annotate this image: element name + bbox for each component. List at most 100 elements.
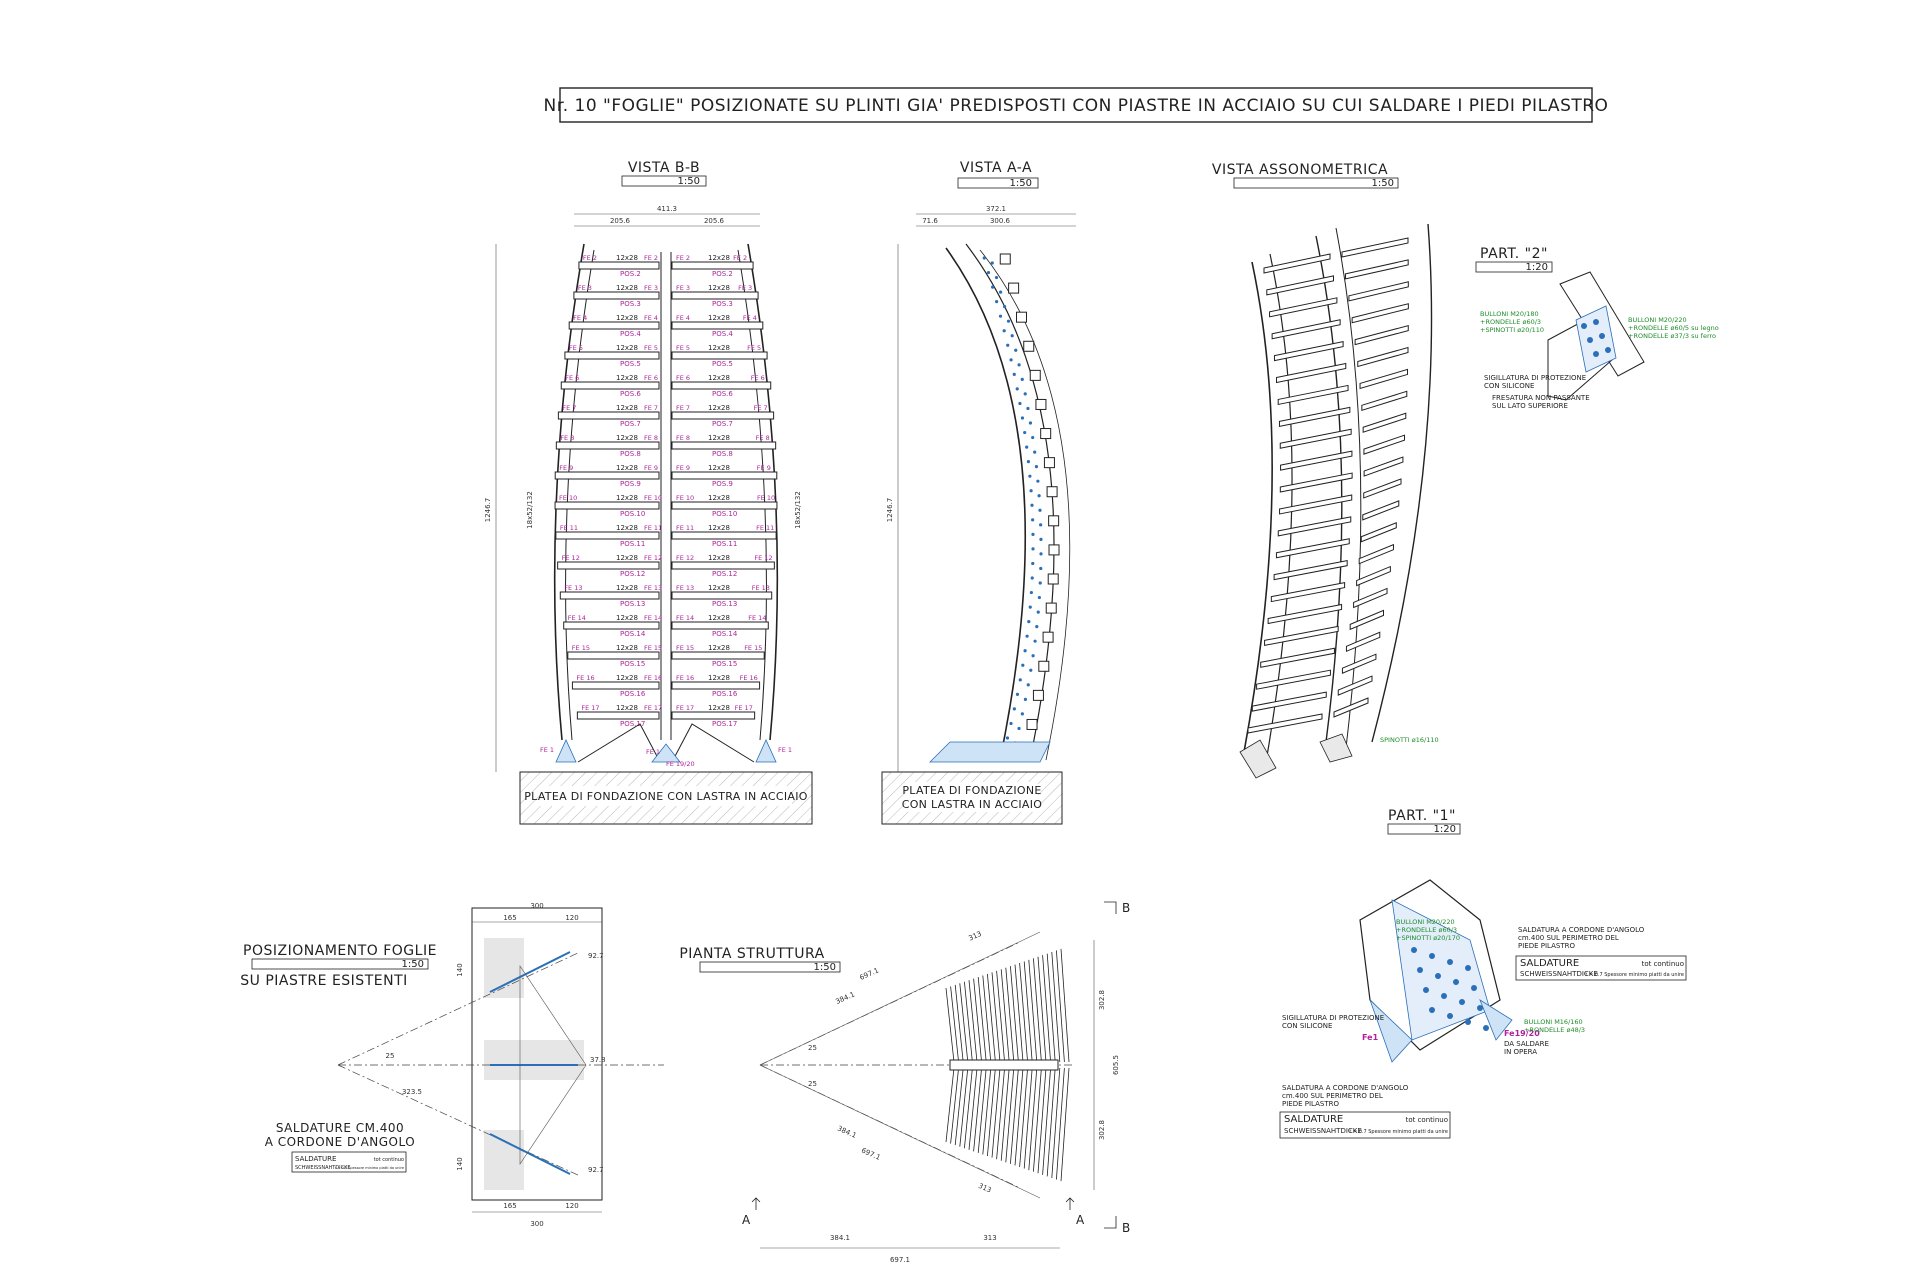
rafter-fe-inner-right: FE 12 bbox=[676, 554, 694, 562]
part2-note-seal-2: CON SILICONE bbox=[1484, 382, 1534, 390]
pos-subtitle: SU PIASTRE ESISTENTI bbox=[240, 973, 408, 989]
bolt-hole bbox=[1039, 523, 1043, 527]
rafter-right bbox=[671, 621, 769, 630]
section-arrow-a-left bbox=[751, 1197, 761, 1210]
axo-rafter bbox=[1269, 297, 1338, 318]
foundation-label-aa-2: CON LASTRA IN ACCIAIO bbox=[902, 798, 1043, 811]
pos-shade bbox=[484, 1040, 584, 1080]
rafter-pos-right: POS.3 bbox=[712, 300, 733, 308]
plan-dim-bottom-total: 697.1 bbox=[890, 1256, 910, 1264]
plan-rafter bbox=[973, 1067, 982, 1152]
plan-rafter bbox=[1042, 1067, 1051, 1175]
plan-rafter bbox=[945, 987, 955, 1063]
bolt-hole bbox=[1029, 590, 1033, 595]
rafter-left bbox=[554, 501, 660, 510]
bolt bbox=[1429, 953, 1435, 959]
bolt-hole bbox=[1012, 707, 1016, 711]
foundation-label-bb: PLATEA DI FONDAZIONE CON LASTRA IN ACCIA… bbox=[524, 790, 808, 803]
plan-rafter bbox=[1019, 962, 1028, 1063]
bolt bbox=[1599, 333, 1605, 339]
plan-rafter bbox=[1060, 948, 1070, 1063]
bolt bbox=[1459, 999, 1465, 1005]
bolt-hole bbox=[1028, 474, 1032, 478]
rafter-fe-inner-left: FE 14 bbox=[644, 614, 662, 622]
part2-scale-box bbox=[1475, 261, 1553, 273]
rafter-profile: 12x28 bbox=[708, 704, 730, 712]
bolt-hole bbox=[1012, 372, 1016, 376]
pos-dim-bottom-b: 120 bbox=[565, 1202, 578, 1210]
bolt-hole bbox=[1031, 532, 1035, 536]
bolt bbox=[1441, 993, 1447, 999]
dim-bb-right: 205.6 bbox=[704, 217, 725, 225]
rafter-fe-outer-left: FE 12 bbox=[562, 554, 580, 562]
rafter-fe-outer-left: FE 13 bbox=[564, 584, 582, 592]
plan-rafters bbox=[945, 948, 1070, 1182]
axo-rafter bbox=[1363, 434, 1406, 455]
rafter-profile: 12x28 bbox=[708, 284, 730, 292]
part2-note-left-2: +RONDELLE ø60/3 bbox=[1480, 318, 1541, 326]
axo-rafter bbox=[1359, 368, 1409, 390]
rafter-profile: 12x28 bbox=[616, 464, 638, 472]
pos-dim-bottom-a: 165 bbox=[503, 1202, 516, 1210]
rafter-section bbox=[1043, 457, 1055, 469]
plan-rafter bbox=[1005, 1067, 1015, 1163]
pos-leaf-top bbox=[489, 951, 571, 993]
rafter-fe-outer-right: FE 11 bbox=[756, 524, 774, 532]
axo-column-middle bbox=[1315, 235, 1343, 743]
foundation-label-bg bbox=[540, 786, 792, 806]
bolt-hole bbox=[1023, 697, 1028, 701]
rafter-section bbox=[1015, 311, 1027, 323]
bolt-hole bbox=[1031, 435, 1035, 440]
axo-rafter bbox=[1337, 675, 1373, 696]
pos-scale-box bbox=[251, 958, 429, 970]
plan-dim-right-b: 302.8 bbox=[1098, 1120, 1106, 1140]
rafter-fe-inner-right: FE 11 bbox=[676, 524, 694, 532]
rafter-pos-left: POS.3 bbox=[620, 300, 641, 308]
rafter-left bbox=[557, 561, 660, 570]
axo-rafter bbox=[1247, 713, 1323, 734]
axo-rafter bbox=[1279, 472, 1353, 493]
rafter-section bbox=[1042, 631, 1054, 643]
label-fe1-mid: FE 1 bbox=[646, 748, 660, 756]
rafter-fe-outer-right: FE 13 bbox=[752, 584, 770, 592]
bolt-hole bbox=[1039, 566, 1043, 571]
bolt-hole bbox=[1033, 450, 1037, 454]
pos-dim-angle: 25 bbox=[386, 1052, 395, 1060]
bolt-hole bbox=[1018, 401, 1022, 406]
axo-rafter bbox=[1348, 281, 1409, 302]
rafter-pos-left: POS.6 bbox=[620, 390, 641, 398]
axo-rafter bbox=[1354, 324, 1409, 346]
rafter-pos-right: POS.4 bbox=[712, 330, 733, 338]
plan-rafter bbox=[973, 978, 982, 1063]
foundation-label-aa-1: PLATEA DI FONDAZIONE bbox=[902, 784, 1041, 797]
part1-weld-box-title: SALDATURE bbox=[1520, 958, 1579, 969]
part1-note-bolts-1: BULLONI M20/220 bbox=[1396, 918, 1455, 926]
rafter-right bbox=[671, 411, 775, 420]
rafter-fe-outer-left: FE 17 bbox=[581, 704, 599, 712]
bolt bbox=[1453, 979, 1459, 985]
section-marker-a1: A bbox=[742, 1213, 751, 1227]
rafter-profile: 12x28 bbox=[616, 614, 638, 622]
rafter-profile: 12x28 bbox=[708, 254, 730, 262]
rafter-pos-right: POS.10 bbox=[712, 510, 737, 518]
bolt-hole bbox=[1023, 649, 1027, 653]
rafter-fe-outer-left: FE 4 bbox=[573, 314, 587, 322]
plan-dim-d3: 384.1 bbox=[834, 990, 856, 1005]
rafter-fe-inner-left: FE 5 bbox=[644, 344, 658, 352]
bolt-hole bbox=[982, 256, 986, 260]
plan-dim-d4: 384.1 bbox=[836, 1124, 858, 1139]
part2-note-mill-1: FRESATURA NON PASSANTE bbox=[1492, 394, 1590, 402]
plan-dim-right-total: 605.5 bbox=[1112, 1055, 1120, 1075]
rafter-pos-right: POS.6 bbox=[712, 390, 733, 398]
rafter-left bbox=[563, 621, 660, 630]
bolt-hole bbox=[1026, 683, 1030, 687]
bolt-hole bbox=[1031, 547, 1035, 551]
axo-note-pins: SPINOTTI ø16/110 bbox=[1380, 736, 1439, 744]
rafter-right bbox=[671, 321, 764, 330]
rafter-profile: 12x28 bbox=[616, 404, 638, 412]
bolt-hole bbox=[1027, 620, 1031, 624]
rafter-fe-inner-left: FE 4 bbox=[644, 314, 658, 322]
rafter-fe-inner-right: FE 7 bbox=[676, 404, 690, 412]
column-right-outer bbox=[747, 243, 779, 741]
rafter-fe-outer-left: FE 6 bbox=[565, 374, 579, 382]
